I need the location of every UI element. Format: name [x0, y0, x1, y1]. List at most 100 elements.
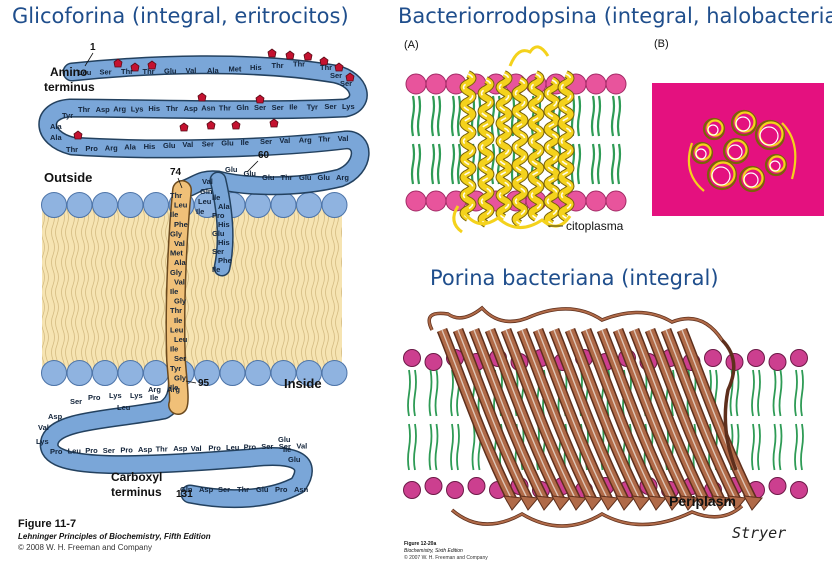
- residue: Leu: [78, 68, 92, 77]
- residue: Ser: [218, 485, 230, 494]
- residue: His: [218, 220, 230, 229]
- residue: Thr: [219, 103, 231, 112]
- residue: Lys: [109, 391, 122, 400]
- residue-number-60: 60: [258, 150, 270, 161]
- outside-label: Outside: [44, 170, 92, 185]
- stryer-credit: Stryer: [732, 524, 787, 542]
- porin-figure-number: Figure 12-20a: [404, 541, 437, 547]
- residue: Ser: [272, 103, 284, 112]
- glycophorin-figure-copyright: © 2008 W. H. Freeman and Company: [18, 543, 152, 552]
- residue: Tyr: [307, 102, 318, 111]
- title-glycophorin: Glicoforina (integral, eritrocitos): [12, 4, 349, 28]
- residue: Ser: [254, 103, 266, 112]
- residue: Asn: [201, 104, 216, 113]
- residue: Ile: [150, 393, 158, 402]
- residue: Phe: [174, 220, 188, 229]
- residue: Pro: [85, 446, 98, 455]
- residue: Val: [38, 423, 49, 432]
- carboxyl-terminus-label-1: Carboxyl: [111, 470, 162, 484]
- residue-number-95: 95: [198, 378, 210, 389]
- residue: Lys: [131, 104, 144, 113]
- residue: Glu: [244, 169, 257, 178]
- beta-barrel: [427, 305, 763, 528]
- residue: Leu: [117, 403, 131, 412]
- residue: Ser: [103, 446, 115, 455]
- residue: Pro: [120, 445, 133, 454]
- residue: Met: [229, 64, 242, 73]
- residue-number-1: 1: [90, 42, 96, 53]
- residue: Ala: [50, 133, 63, 142]
- residue-number-74: 74: [170, 167, 182, 178]
- residue: Val: [296, 441, 307, 450]
- residue: Lys: [130, 391, 143, 400]
- residue: Val: [279, 136, 290, 145]
- residue: Glu: [221, 139, 234, 148]
- residue: Thr: [281, 173, 293, 182]
- residue: His: [218, 238, 230, 247]
- title-porin: Porina bacteriana (integral): [430, 266, 719, 290]
- citoplasma-label: citoplasma: [566, 219, 624, 233]
- residue: Asp: [173, 444, 188, 453]
- porin-figure-copyright: © 2007 W. H. Freeman and Company: [404, 555, 488, 561]
- residue: Gln: [180, 485, 193, 494]
- residue: Val: [182, 140, 193, 149]
- residue: Ser: [174, 354, 186, 363]
- residue: Arg: [113, 105, 126, 114]
- residue: Ile: [170, 383, 178, 392]
- residue: Ser: [330, 71, 342, 80]
- residue: Ser: [279, 442, 291, 451]
- residue: Ser: [70, 397, 82, 406]
- residue: Val: [186, 66, 197, 75]
- residue: Glu: [163, 141, 176, 150]
- residue: Ser: [261, 442, 273, 451]
- residue: Ala: [174, 258, 187, 267]
- residue: Leu: [174, 201, 188, 210]
- glycophorin-figure-number: Figure 11-7: [18, 518, 77, 530]
- panel-label-b: (B): [654, 38, 669, 50]
- residue: Ile: [170, 345, 178, 354]
- residue: Ile: [196, 207, 204, 216]
- residue: Ser: [260, 137, 272, 146]
- porin-figure-book: Biochemistry, Sixth Edition: [404, 548, 463, 554]
- residue: Arg: [336, 173, 349, 182]
- residue: Ser: [324, 102, 336, 111]
- amino-terminus-label-2: terminus: [44, 80, 95, 94]
- residue: Thr: [293, 60, 305, 69]
- residue: Arg: [148, 385, 161, 394]
- residue: Lys: [36, 437, 49, 446]
- glycophorin-figure-book: Lehninger Principles of Biochemistry, Fi…: [18, 532, 211, 541]
- residue: Thr: [237, 485, 249, 494]
- residue: Ala: [124, 143, 137, 152]
- residue: Pro: [244, 443, 257, 452]
- residue: Thr: [318, 135, 330, 144]
- residue: Glu: [225, 165, 238, 174]
- residue: Asp: [138, 445, 153, 454]
- residue: Thr: [166, 104, 178, 113]
- periplasm-label: Periplasm: [669, 493, 736, 509]
- residue: Ile: [289, 103, 297, 112]
- residue: Phe: [218, 256, 232, 265]
- residue: Glu: [256, 485, 269, 494]
- inside-label: Inside: [284, 376, 322, 391]
- bacteriorhodopsin-top-view: [652, 83, 824, 216]
- residue: Leu: [198, 197, 212, 206]
- residue: Thr: [272, 61, 284, 70]
- residue: Glu: [288, 455, 301, 464]
- residue: Glu: [262, 173, 275, 182]
- residue: Asp: [96, 105, 111, 114]
- residue: Leu: [68, 447, 82, 456]
- residue: Ile: [170, 210, 178, 219]
- residue: Ala: [50, 122, 63, 131]
- residue: Thr: [143, 67, 155, 76]
- residue: Arg: [299, 135, 312, 144]
- residue: Val: [174, 277, 185, 286]
- residue: Glu: [164, 66, 177, 75]
- residue: Tyr: [170, 364, 181, 373]
- residue: Arg: [167, 385, 180, 394]
- porin-barrel: [403, 305, 808, 528]
- residue: Gln: [200, 187, 213, 196]
- residue: His: [148, 104, 160, 113]
- residue: Ile: [212, 193, 220, 202]
